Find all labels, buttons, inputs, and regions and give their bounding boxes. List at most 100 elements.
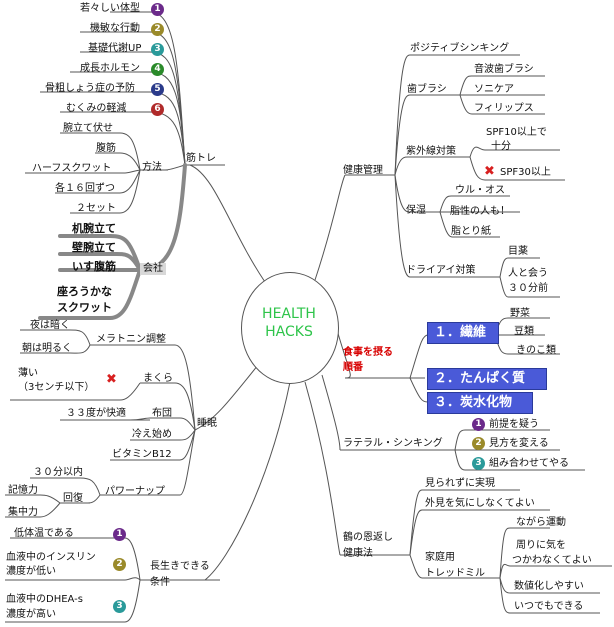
meal-step-carb[interactable]: ３．炭水化物 [427,392,533,414]
treadmill-item[interactable]: 数値化しやすい [514,581,584,592]
uv-item[interactable]: 十分 [491,141,511,152]
treadmill-item[interactable]: 周りに気を [516,540,566,551]
dryeye-item[interactable]: 人と会う [508,268,548,279]
benefit-1[interactable]: 機敏な行動 [90,23,140,34]
nap-sub-label[interactable]: 回復 [63,493,83,504]
melatonin-item[interactable]: 夜は暗く [30,320,70,331]
futon-label[interactable]: 布団 [152,408,172,419]
meal-step-fiber[interactable]: １．繊維 [427,322,499,344]
lateral-item[interactable]: 見方を変える [489,438,549,449]
nap-item[interactable]: ３０分以内 [33,467,83,478]
treadmill-label[interactable]: 家庭用 トレッドミル [425,552,485,580]
meal-label-line1: 食事を摂る [343,347,393,358]
moist-label[interactable]: 保湿 [406,205,426,216]
toothbrush-item[interactable]: フィリップス [474,103,534,114]
dryeye-item[interactable]: ３０分前 [508,283,548,294]
method-item[interactable]: 腹筋 [96,143,116,154]
meal-step-protein[interactable]: ２．たんぱく質 [427,368,547,390]
toothbrush-label[interactable]: 歯ブラシ [407,84,447,95]
vitamin-node[interactable]: ビタミンB12 [112,449,172,460]
dryeye-label[interactable]: ドライアイ対策 [406,265,476,276]
benefit-5[interactable]: むくみの軽減 [66,103,127,114]
moist-item[interactable]: 脂とり紙 [451,226,491,237]
makura-item[interactable]: （3センチ以下） [18,382,95,393]
center-title-line1: HEALTH [262,306,316,322]
branch-lateral[interactable]: ラテラル・シンキング [343,438,443,449]
company-item[interactable]: スクワット [57,301,112,314]
toothbrush-item[interactable]: ソニケア [474,84,514,95]
meal-label-line2: 順番 [343,362,363,373]
number-badge-icon: 6 [151,103,164,116]
exercise-item[interactable]: 見られずに実現 [425,478,495,489]
company-item[interactable]: 座ろうかな [57,285,112,298]
benefit-0[interactable]: 若々しい体型 [80,3,140,14]
positive-thinking[interactable]: ポジティブシンキング [410,43,510,54]
makura-label[interactable]: まくら [143,373,173,384]
number-badge-icon: 5 [151,83,164,96]
number-badge-icon: 1 [151,3,164,16]
treadmill-item[interactable]: つかわなくてよい [512,555,592,566]
makura-item[interactable]: 薄い [18,368,38,379]
center-title-line2: HACKS [265,324,313,340]
dryeye-item[interactable]: 目薬 [508,246,528,257]
benefit-4[interactable]: 骨粗しょう症の予防 [45,83,135,94]
treadmill-item[interactable]: いつでもできる [514,601,584,612]
branch-kenko[interactable]: 健康管理 [343,165,383,176]
company-item[interactable]: 机腕立て [72,222,116,235]
number-badge-icon: 3 [113,600,126,613]
lateral-item[interactable]: 組み合わせてやる [489,458,569,469]
fiber-item[interactable]: きのこ類 [516,345,556,356]
number-badge-icon: 3 [151,43,164,56]
cross-mark-icon: ✖ [106,372,117,387]
lateral-item[interactable]: 前提を疑う [489,419,539,430]
nap-item[interactable]: 集中力 [8,507,38,518]
fiber-item[interactable]: 豆類 [514,326,534,337]
center-title: HEALTH HACKS [241,305,337,341]
method-item[interactable]: ２セット [76,203,116,214]
benefit-3[interactable]: 成長ホルモン [80,63,140,74]
method-item[interactable]: 腕立て伏せ [63,123,113,134]
nap-label[interactable]: パワーナップ [105,486,165,497]
company-label[interactable]: 会社 [140,263,166,275]
futon-item[interactable]: ３３度が快適 [66,408,126,419]
hiejiki-node[interactable]: 冷え始め [132,429,172,440]
longevity-item[interactable]: 濃度が高い [6,609,56,620]
treadmill-label-line1: 家庭用 [425,552,455,563]
center-node[interactable] [241,272,339,384]
uv-label[interactable]: 紫外線対策 [406,146,456,157]
exercise-label-line2: 健康法 [343,548,373,559]
benefit-2[interactable]: 基礎代謝UP [88,43,142,54]
toothbrush-item[interactable]: 音波歯ブラシ [474,64,534,75]
uv-item[interactable]: SPF30以上 [500,167,551,178]
longevity-item[interactable]: 濃度が低い [6,566,56,577]
branch-longevity[interactable]: 長生きできる 条件 [150,561,210,589]
number-badge-icon: 1 [113,528,126,541]
method-item[interactable]: ハーフスクワット [32,163,112,174]
moist-item[interactable]: ウル・オス [455,185,505,196]
company-item[interactable]: いす腹筋 [72,260,116,273]
longevity-item[interactable]: 血液中のDHEA-s [6,594,83,605]
number-badge-icon: 3 [472,457,485,470]
melatonin-label[interactable]: メラトニン調整 [96,334,166,345]
method-label[interactable]: 方法 [142,162,162,173]
moist-item[interactable]: 脂性の人も！ [450,206,510,217]
exercise-item[interactable]: 外見を気にしなくてよい [425,498,535,509]
longevity-label-line2: 条件 [150,577,170,588]
company-item[interactable]: 壁腕立て [72,241,116,254]
treadmill-item[interactable]: ながら運動 [516,517,566,528]
fiber-item[interactable]: 野菜 [510,308,530,319]
nap-item[interactable]: 記憶力 [8,485,38,496]
longevity-label-line1: 長生きできる [150,561,210,572]
uv-item[interactable]: SPF10以上で [486,127,547,138]
branch-suimin[interactable]: 睡眠 [197,418,217,429]
branch-meal[interactable]: 食事を摂る 順番 [343,347,393,374]
branch-exercise[interactable]: 鶴の恩返し 健康法 [343,532,393,560]
branch-kintore[interactable]: 筋トレ [186,153,216,164]
method-item[interactable]: 各１６回ずつ [55,183,115,194]
number-badge-icon: 2 [113,558,126,571]
longevity-item[interactable]: 低体温である [14,528,74,539]
number-badge-icon: 1 [472,418,485,431]
longevity-item[interactable]: 血液中のインスリン [6,552,96,563]
melatonin-item[interactable]: 朝は明るく [22,343,72,354]
